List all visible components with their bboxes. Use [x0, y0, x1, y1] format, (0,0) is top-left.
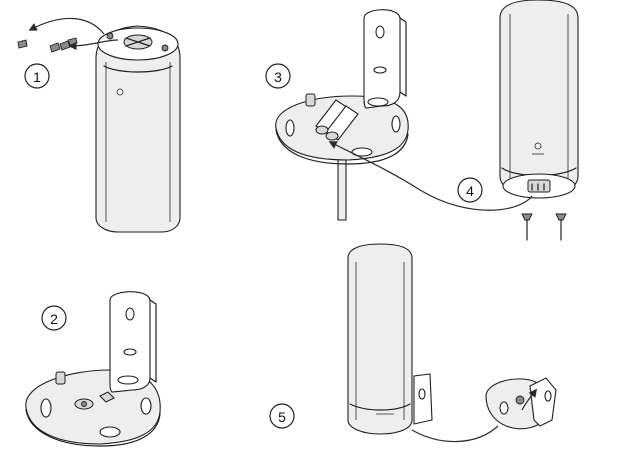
- step-badge-4: 4: [457, 177, 483, 203]
- step-badge-3: 3: [265, 63, 291, 89]
- wall-bracket-top: [363, 9, 401, 109]
- step-badge-2: 2: [41, 305, 67, 331]
- step-5-illustration: [347, 243, 557, 443]
- step-number: 5: [278, 409, 286, 425]
- screws: [521, 213, 567, 241]
- step-2-illustration: [25, 291, 161, 447]
- step-badge-1: 1: [24, 63, 50, 89]
- wall-bracket: [109, 291, 151, 393]
- step-5-link: [411, 425, 499, 443]
- step-number: 1: [33, 69, 41, 85]
- step-4-arrow: [328, 141, 533, 211]
- speaker-body-inverted: [499, 0, 579, 199]
- speaker-mount-socket: [527, 179, 551, 193]
- mounted-speaker: [347, 243, 413, 435]
- step-1-arrow: [28, 17, 105, 35]
- step-1-illustration: [17, 17, 181, 233]
- step-number: 3: [274, 69, 282, 85]
- removed-feet: [17, 37, 78, 53]
- step-number: 4: [466, 183, 474, 199]
- step-badge-5: 5: [269, 403, 295, 429]
- step-3-illustration: [275, 9, 409, 221]
- speaker-logo-inverted: [534, 142, 542, 150]
- step-4-illustration: [328, 0, 579, 241]
- speaker-logo: [116, 88, 124, 96]
- step-number: 2: [50, 311, 58, 327]
